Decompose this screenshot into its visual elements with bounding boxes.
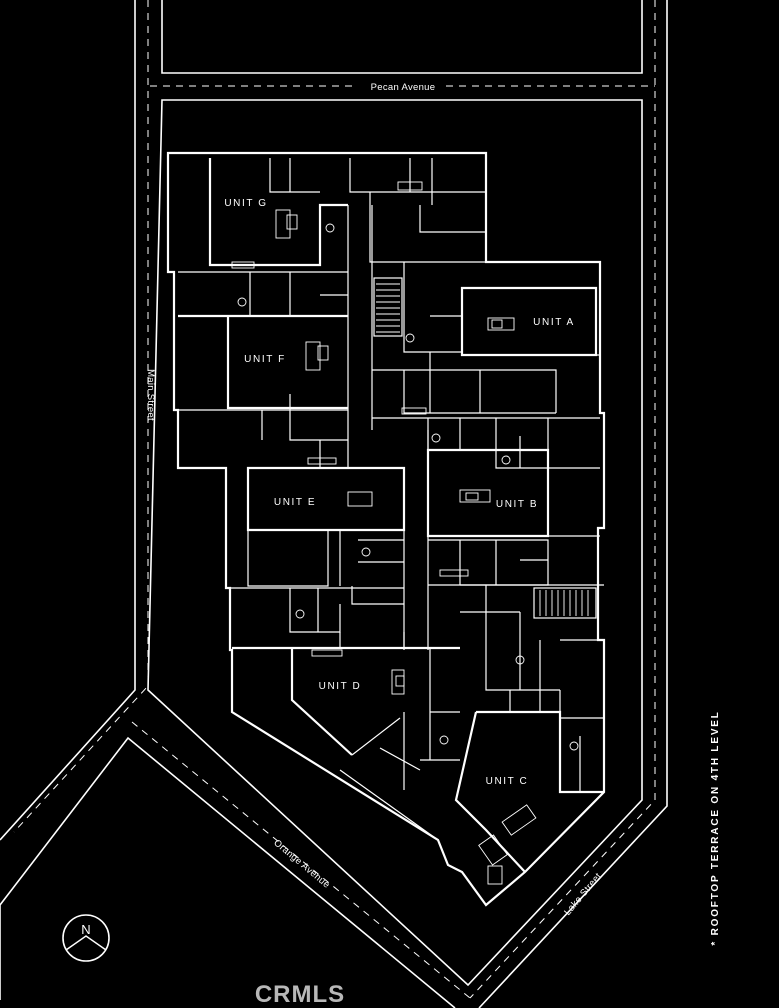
unit-label-d: UNIT D: [319, 681, 362, 692]
unit-label-g: UNIT G: [224, 198, 267, 209]
north-arrow-letter: N: [81, 922, 90, 937]
street-label-pecan: Pecan Avenue: [371, 82, 436, 93]
north-arrow-icon: N: [62, 914, 110, 962]
unit-label-e: UNIT E: [274, 497, 316, 508]
unit-label-b: UNIT B: [496, 499, 538, 510]
street-label-main: Main Street: [145, 369, 156, 421]
rooftop-terrace-note: * ROOFTOP TERRACE ON 4TH LEVEL: [710, 710, 721, 945]
unit-label-c: UNIT C: [486, 776, 529, 787]
unit-label-a: UNIT A: [533, 317, 575, 328]
unit-label-f: UNIT F: [244, 354, 286, 365]
road-lines: [0, 0, 668, 1008]
watermark: CRMLS: [255, 981, 345, 1008]
building-walls: [166, 151, 606, 907]
